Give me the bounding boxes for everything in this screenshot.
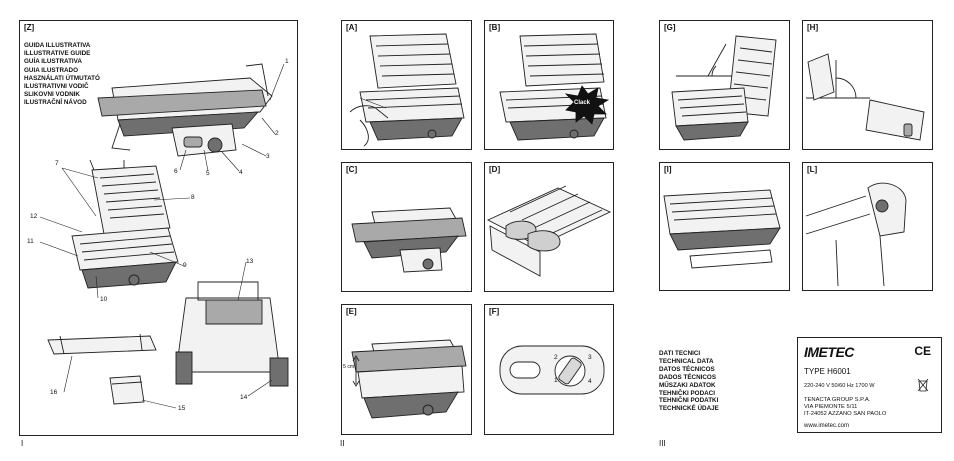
model-type: TYPE H6001 [804, 367, 851, 376]
panel-l: [L] [802, 162, 933, 291]
part-number: 12 [30, 213, 38, 220]
panel-label-e: [E] [346, 307, 357, 316]
electrical-rating: 220-240 V 50/60 Hz 1700 W [804, 383, 875, 389]
website-link[interactable]: www.imetec.com [804, 423, 850, 429]
company-name: TENACTA GROUP S.P.A. [804, 397, 871, 403]
panel-label-z: [Z] [24, 23, 35, 32]
panel-label-l: [L] [807, 165, 818, 174]
tech-title: TEHNIČNI PODATKI [659, 397, 719, 405]
panel-label-d: [D] [489, 165, 501, 174]
tech-title-list: DATI TECNICI TECHNICAL DATA DATOS TÉCNIC… [659, 350, 719, 413]
rating-plate: IMETEC CE TYPE H6001 220-240 V 50/60 Hz … [797, 337, 942, 433]
panel-label-f: [F] [489, 307, 500, 316]
guide-title: GUIDA ILLUSTRATIVA [24, 42, 91, 49]
tech-title: TECHNICKÉ ÚDAJE [659, 405, 719, 413]
part-number: 10 [100, 296, 108, 303]
guide-title: HASZNÁLATI ÚTMUTATÓ [24, 74, 100, 82]
part-number: 2 [275, 130, 279, 137]
dial-number: 3 [588, 354, 592, 361]
address-line-2: IT-24052 AZZANO SAN PAOLO [804, 411, 887, 417]
weee-bin-icon [917, 378, 929, 392]
part-number: 6 [174, 168, 178, 175]
part-number: 3 [266, 153, 270, 160]
guide-title: ILLUSTRATIVE GUIDE [24, 50, 91, 58]
ce-mark-icon: CE [914, 344, 931, 358]
part-number: 11 [27, 238, 34, 245]
part-number: 13 [246, 258, 254, 265]
height-marker: 5 cm [343, 364, 355, 370]
tech-title: TEHNIČKI PODACI [659, 389, 715, 397]
tech-title: DADOS TÉCNICOS [659, 373, 717, 381]
part-number: 4 [239, 169, 243, 176]
panel-label-h: [H] [807, 23, 819, 32]
tech-title: DATI TECNICI [659, 350, 701, 357]
part-number: 7 [55, 160, 59, 167]
page-number-three: III [659, 439, 666, 448]
dial-number: 4 [588, 378, 592, 385]
page-number-two: II [340, 439, 345, 448]
panel-label-b: [B] [489, 23, 501, 32]
dial-number: 2 [554, 354, 558, 361]
panel-label-i: [I] [664, 165, 672, 174]
brand-logo: IMETEC [804, 344, 854, 360]
panel-label-c: [C] [346, 165, 358, 174]
guide-title: SLIKOVNI VODNIK [24, 91, 80, 99]
guide-title: ILUSTRATIVNI VODIČ [24, 83, 89, 91]
part-number: 8 [191, 194, 195, 201]
part-number: 15 [178, 405, 186, 412]
guide-title: GUIA ILUSTRADO [24, 66, 78, 74]
tech-title: TECHNICAL DATA [659, 357, 714, 365]
guide-title: GUÍA ILUSTRATIVA [24, 58, 82, 66]
panel-label-g: [G] [664, 23, 676, 32]
part-number: 16 [50, 389, 58, 396]
tech-title: DATOS TÉCNICOS [659, 365, 715, 373]
panel-label-a: [A] [346, 23, 358, 32]
tech-title: MŰSZAKI ADATOK [659, 381, 716, 389]
address-line-1: VIA PIEMONTE 5/11 [804, 404, 858, 410]
clack-text: Clack [574, 100, 591, 106]
part-number: 9 [183, 262, 187, 269]
part-number: 14 [240, 394, 248, 401]
part-number: 5 [206, 170, 210, 177]
part-number: 1 [285, 58, 289, 65]
page-number-one: I [21, 439, 24, 448]
guide-title-list: GUIDA ILLUSTRATIVA ILLUSTRATIVE GUIDE GU… [24, 42, 100, 108]
guide-title: ILUSTRAČNÍ NÁVOD [24, 99, 87, 107]
dial-number: 1 [554, 377, 558, 384]
